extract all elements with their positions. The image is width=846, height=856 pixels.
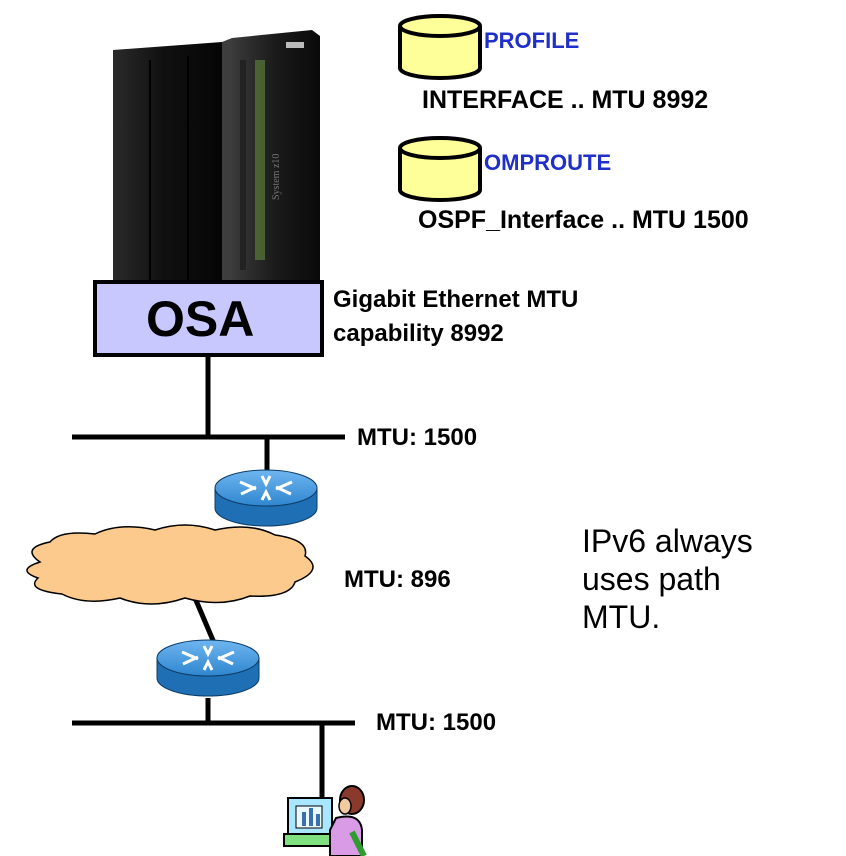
mainframe-icon: System z10 (113, 30, 320, 282)
lan-top-mtu-label: MTU: 1500 (357, 424, 478, 451)
workstation-user-icon (283, 785, 367, 856)
cloud-to-router-bottom-line (192, 597, 218, 646)
ipv6-path-mtu-note: IPv6 always uses path MTU. (582, 522, 753, 636)
router-icon (156, 639, 260, 697)
network-cloud-shape (26, 524, 314, 605)
note-line-3: MTU. (582, 599, 661, 635)
osa-capability-line1: Gigabit Ethernet MTU (333, 286, 579, 313)
omproute-db-label: OMPROUTE (484, 150, 612, 175)
profile-db-label: PROFILE (484, 28, 580, 53)
note-line-1: IPv6 always (582, 523, 753, 559)
osa-label: OSA (146, 291, 255, 347)
lan-bottom-mtu-label: MTU: 1500 (376, 709, 497, 736)
profile-database-icon (398, 14, 482, 80)
omproute-database-icon (398, 136, 482, 202)
cloud-mtu-label: MTU: 896 (344, 566, 451, 593)
omproute-ospf-statement: OSPF_Interface .. MTU 1500 (418, 206, 749, 234)
mainframe-model-text: System z10 (271, 154, 282, 200)
profile-interface-statement: INTERFACE .. MTU 8992 (422, 86, 709, 114)
router-icon (214, 469, 318, 527)
osa-capability-line2: capability 8992 (333, 320, 504, 347)
note-line-2: uses path (582, 561, 721, 597)
